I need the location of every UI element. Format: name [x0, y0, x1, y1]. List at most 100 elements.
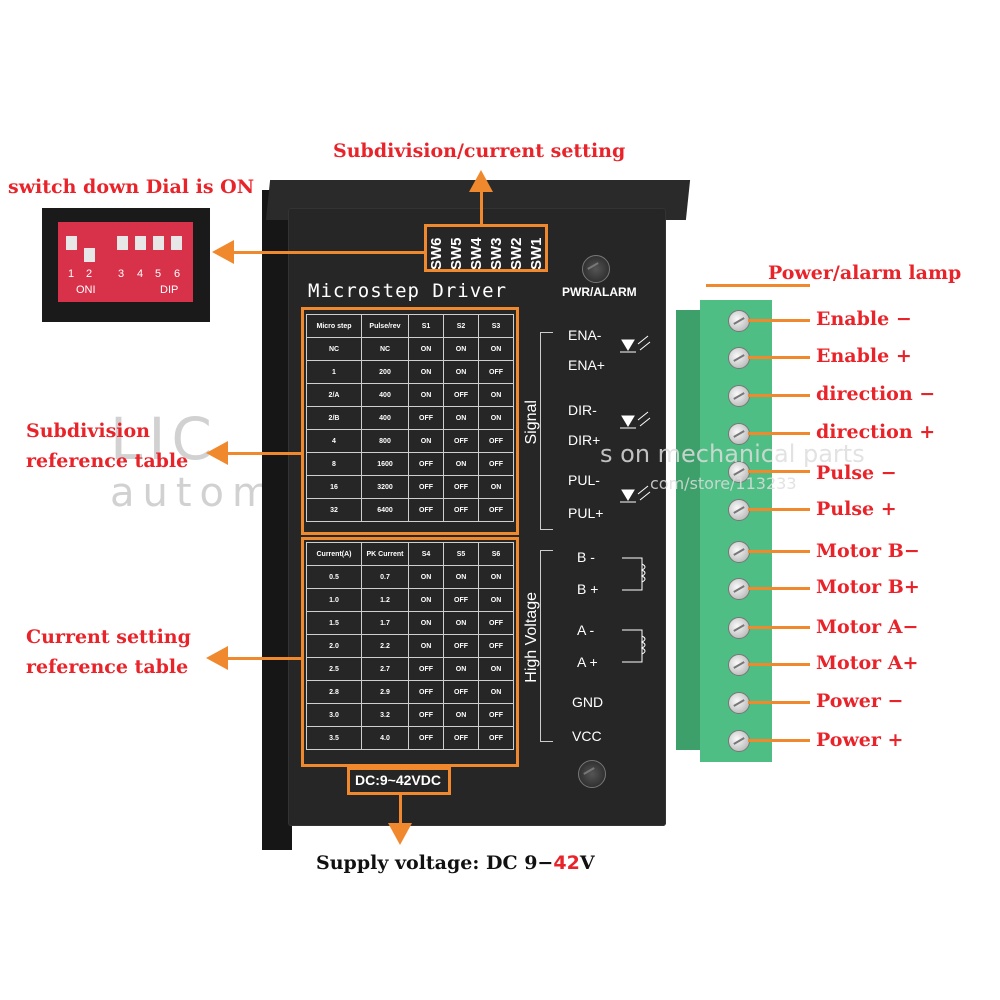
leader-line-power-alarm	[706, 284, 810, 287]
terminal-screw-motor-b-minus	[728, 541, 750, 563]
terminal-label-motor-a-plus: Motor A+	[816, 652, 919, 674]
arrow-shaft-current	[226, 657, 302, 660]
current-ref-callout-1: Current setting	[26, 626, 191, 648]
dip-knob-5	[153, 236, 164, 250]
current-table-highlight	[301, 537, 519, 767]
coil-a-icon	[622, 629, 646, 663]
watermark-brand: LIC	[110, 405, 218, 473]
terminal-label-power-minus: Power −	[816, 690, 904, 712]
driver-title: Microstep Driver	[308, 280, 508, 302]
panel-screw-bottom	[578, 760, 606, 788]
terminal-screw-motor-b-plus	[728, 578, 750, 600]
pin-b-plus: B +	[577, 581, 599, 597]
dip-knob-6	[171, 236, 182, 250]
pin-dir-plus: DIR+	[568, 432, 601, 448]
terminal-label-motor-b-minus: Motor B−	[816, 540, 920, 562]
optocoupler-pul-icon	[620, 485, 651, 503]
terminal-screw-enable-plus	[728, 347, 750, 369]
high-voltage-section-label: High Voltage	[523, 592, 540, 683]
signal-section-label: Signal	[523, 400, 540, 445]
header-cell: S6	[478, 542, 514, 566]
leader-line-enable-minus	[748, 319, 810, 322]
driver-side-panel	[262, 190, 292, 850]
pin-pul-plus: PUL+	[568, 505, 604, 521]
cell: 3.0	[306, 703, 362, 727]
dip-knob-3	[117, 236, 128, 250]
leader-line-motor-a-plus	[748, 663, 810, 666]
header-cell: S4	[408, 542, 444, 566]
cell: 2/B	[306, 406, 362, 430]
high-voltage-bracket	[540, 550, 553, 742]
pin-dir-minus: DIR-	[568, 402, 597, 418]
pin-gnd: GND	[572, 694, 604, 710]
supply-voltage-highlight: 42	[553, 852, 580, 874]
subdivision-ref-callout-2: reference table	[26, 450, 189, 472]
optocoupler-ena-icon	[620, 335, 651, 353]
leader-line-direction-plus	[748, 432, 810, 435]
dip-number-3: 3	[118, 268, 125, 280]
leader-line-pulse-minus	[748, 470, 810, 473]
cell: OFF	[443, 634, 479, 658]
arrow-shaft-dip	[232, 251, 424, 254]
current-ref-callout-2: reference table	[26, 656, 189, 678]
power-alarm-lamp-callout: Power/alarm lamp	[768, 262, 962, 284]
dip-switch-body	[58, 222, 193, 302]
optocoupler-dir-icon	[620, 411, 651, 429]
cell: 16	[306, 475, 362, 499]
terminal-screw-power-plus	[728, 730, 750, 752]
header-cell: S3	[478, 314, 514, 338]
coil-b-icon	[622, 557, 646, 591]
dip-knob-4	[135, 236, 146, 250]
leader-line-direction-minus	[748, 394, 810, 397]
terminal-label-direction-plus: direction +	[816, 421, 936, 443]
arrow-shaft-supply	[399, 795, 402, 825]
leader-line-enable-plus	[748, 356, 810, 359]
switch-down-callout: switch down Dial is ON	[8, 176, 255, 198]
cell: 4	[306, 429, 362, 453]
supply-voltage-callout: Supply voltage: DC 9−42V	[316, 852, 595, 874]
cell: OFF	[478, 360, 514, 384]
panel-screw-top	[582, 255, 610, 283]
arrow-head-sw-up	[469, 170, 493, 192]
terminal-block	[700, 300, 772, 762]
leader-line-motor-a-minus	[748, 626, 810, 629]
subdivision-current-callout: Subdivision/current setting	[333, 140, 626, 162]
arrow-shaft-subdivision	[226, 452, 302, 455]
cell: NC	[361, 337, 409, 361]
terminal-label-direction-minus: direction −	[816, 383, 936, 405]
terminal-screw-motor-a-plus	[728, 654, 750, 676]
signal-bracket	[540, 332, 553, 530]
cell: ON	[443, 452, 479, 476]
header-cell: PK Current	[361, 542, 409, 566]
cell: OFF	[478, 498, 514, 522]
terminal-screw-enable-minus	[728, 310, 750, 332]
pin-vcc: VCC	[572, 728, 602, 744]
pin-ena-minus: ENA-	[568, 327, 602, 343]
dip-number-5: 5	[155, 268, 162, 280]
header-cell: Current(A)	[306, 542, 362, 566]
cell: ON	[443, 360, 479, 384]
dip-number-1: 1	[68, 268, 75, 280]
dip-knob-2	[84, 248, 95, 262]
arrow-head-dip	[212, 240, 234, 264]
leader-line-pulse-plus	[748, 508, 810, 511]
cell: 1.2	[361, 588, 409, 612]
dip-number-2: 2	[86, 268, 93, 280]
terminal-block-side	[676, 310, 704, 750]
optocoupler-icons	[620, 335, 651, 663]
pin-a-minus: A -	[577, 622, 595, 638]
current-table-header: Current(A) PK Current S4 S5 S6	[306, 542, 514, 566]
terminal-screw-direction-minus	[728, 385, 750, 407]
dip-number-4: 4	[137, 268, 144, 280]
cell: ON	[478, 406, 514, 430]
arrow-head-current	[206, 646, 228, 670]
sw-highlight-box	[424, 224, 548, 272]
